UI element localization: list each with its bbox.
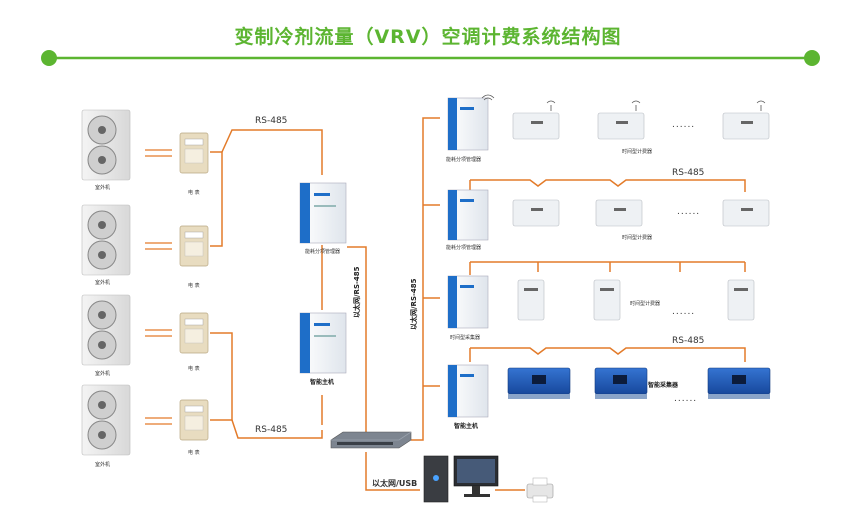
electric-meter-icon xyxy=(179,399,209,441)
label-energy-manager: 能耗分项管理器 xyxy=(446,157,482,163)
diagram-title: 变制冷剂流量（VRV）空调计费系统结构图 xyxy=(234,26,622,48)
label-meter: 电 表 xyxy=(188,366,200,372)
time-meter-icon xyxy=(512,100,560,140)
label-time-meter: 时间型计费器 xyxy=(630,301,661,307)
printer-icon xyxy=(526,477,554,503)
label-time-meter: 时间型计费器 xyxy=(622,235,653,241)
smart-collector-icon xyxy=(507,367,571,399)
label-outdoor-unit: 室外机 xyxy=(95,185,111,191)
ellipsis: ...... xyxy=(677,207,701,217)
label-energy-manager: 能耗分项管理器 xyxy=(305,249,341,255)
wiring xyxy=(210,117,746,491)
smart-collector-icon xyxy=(707,367,771,399)
management-cabinet-icon xyxy=(299,182,347,244)
electric-meter-icon xyxy=(179,132,209,174)
ellipsis: ...... xyxy=(672,307,696,317)
time-meter-icon xyxy=(597,100,645,140)
label-smart-host: 智能主机 xyxy=(454,423,479,430)
label-time-collector: 时间型采集器 xyxy=(450,335,481,341)
management-cabinet-icon xyxy=(447,97,489,151)
label-rs485: RS-485 xyxy=(255,425,288,435)
time-collector-icon xyxy=(517,279,545,321)
time-meter-icon xyxy=(722,199,770,227)
time-meter-icon xyxy=(595,199,643,227)
title-rule xyxy=(41,50,820,66)
electric-meter-icon xyxy=(179,225,209,267)
outdoor-unit-icon xyxy=(81,294,131,366)
smart-collector-icon xyxy=(594,367,648,399)
label-rs485: RS-485 xyxy=(672,336,705,346)
label-smart-collector: 智能采集器 xyxy=(648,382,679,389)
label-ethernet-usb: 以太网/USB xyxy=(372,479,418,488)
time-collector-icon xyxy=(727,279,755,321)
management-cabinet-icon xyxy=(447,189,489,241)
outdoor-unit-icon xyxy=(81,204,131,276)
ellipsis: ...... xyxy=(672,120,696,130)
label-rs485: RS-485 xyxy=(672,168,705,178)
unit-meter-links xyxy=(145,149,172,425)
management-cabinet-icon xyxy=(447,275,489,329)
wireless-signal-icon xyxy=(481,94,495,101)
computer-icon xyxy=(423,455,499,503)
label-outdoor-unit: 室外机 xyxy=(95,462,111,468)
label-ethernet-rs485: 以太网/RS-485 xyxy=(410,278,418,330)
label-meter: 电 表 xyxy=(188,190,200,196)
label-ethernet-rs485: 以太网/RS-485 xyxy=(353,266,361,318)
label-rs485: RS-485 xyxy=(255,116,288,126)
label-meter: 电 表 xyxy=(188,450,200,456)
label-outdoor-unit: 室外机 xyxy=(95,371,111,377)
network-switch-icon xyxy=(330,431,412,449)
management-cabinet-icon xyxy=(299,312,347,374)
ellipsis: ...... xyxy=(674,394,698,404)
electric-meter-icon xyxy=(179,312,209,354)
management-cabinet-icon xyxy=(447,364,489,418)
label-meter: 电 表 xyxy=(188,283,200,289)
time-meter-icon xyxy=(512,199,560,227)
outdoor-unit-icon xyxy=(81,384,131,456)
label-outdoor-unit: 室外机 xyxy=(95,280,111,286)
time-collector-icon xyxy=(593,279,621,321)
label-smart-host: 智能主机 xyxy=(310,379,335,386)
label-energy-manager: 能耗分项管理器 xyxy=(446,245,482,251)
label-time-meter: 时间型计费器 xyxy=(622,149,653,155)
outdoor-unit-icon xyxy=(81,109,131,181)
time-meter-icon xyxy=(722,100,770,140)
